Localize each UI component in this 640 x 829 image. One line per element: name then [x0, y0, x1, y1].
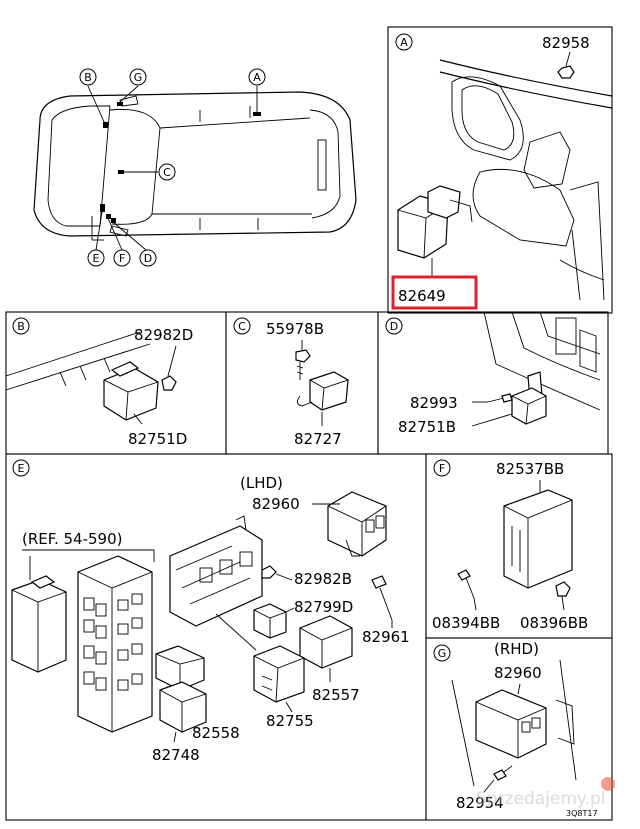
panel-f: F 82537BB 08394BB 08396BB	[425, 453, 613, 639]
panel-b: B 82982D 82751D	[5, 311, 227, 455]
panel-c: C 55978B 82727	[225, 311, 379, 455]
panel-g: G (RHD) 82960 82954 3Q8T17	[425, 637, 613, 821]
part-82982B-label: 82982B	[294, 570, 352, 588]
part-82557-label: 82557	[312, 686, 360, 704]
rhd-label: (RHD)	[494, 640, 539, 658]
part-82537BB-label: 82537BB	[496, 460, 564, 478]
callout-b-label: B	[84, 71, 92, 84]
callout-e-label: E	[93, 252, 100, 265]
part-08396BB-label: 08396BB	[520, 614, 588, 632]
watermark-text: Sprzedajemy.pl	[476, 789, 605, 809]
callout-c-label: C	[163, 166, 171, 179]
panel-f-letter: F	[439, 462, 445, 475]
part-82748-label: 82748	[152, 746, 200, 764]
panel-a-letter: A	[400, 36, 408, 49]
part-82961-label: 82961	[362, 628, 410, 646]
part-82982D-label: 82982D	[134, 326, 193, 344]
callout-g-label: G	[134, 71, 143, 84]
part-82993-label: 82993	[410, 394, 458, 412]
part-82755-label: 82755	[266, 712, 314, 730]
panel-b-letter: B	[17, 320, 25, 333]
panel-d: D 82993 82751B	[377, 311, 609, 455]
panel-e-letter: E	[18, 462, 25, 475]
lhd-label: (LHD)	[240, 474, 283, 492]
panel-g-letter: G	[438, 647, 447, 660]
callout-f-label: F	[119, 252, 125, 265]
part-82960-rhd-label: 82960	[494, 664, 542, 682]
part-82751D-label: 82751D	[128, 430, 187, 448]
vehicle-overview: A B G C E F D	[33, 68, 357, 267]
part-55978B-label: 55978B	[266, 320, 324, 338]
part-82960-lhd-label: 82960	[252, 495, 300, 513]
callout-d-label: D	[144, 252, 152, 265]
panel-d-letter: D	[390, 320, 398, 333]
panel-e: E (LHD) (REF. 54-590)	[5, 453, 427, 821]
panel-c-letter: C	[238, 320, 246, 333]
part-08394BB-label: 08394BB	[432, 614, 500, 632]
panel-a: A 82958 82649	[387, 26, 613, 314]
part-82958-label: 82958	[542, 34, 590, 52]
highlight-box	[391, 275, 478, 310]
part-82558-label: 82558	[192, 724, 240, 742]
watermark: Sprzedajemy.pl	[476, 777, 615, 809]
callout-a-label: A	[253, 71, 261, 84]
diagram-code: 3Q8T17	[566, 809, 598, 818]
part-82727-label: 82727	[294, 430, 342, 448]
part-82799D-label: 82799D	[294, 598, 353, 616]
ref-label: (REF. 54-590)	[22, 530, 123, 548]
part-82649-label: 82649	[398, 287, 446, 305]
part-82751B-label: 82751B	[398, 418, 456, 436]
part-82954-label: 82954	[456, 794, 504, 812]
